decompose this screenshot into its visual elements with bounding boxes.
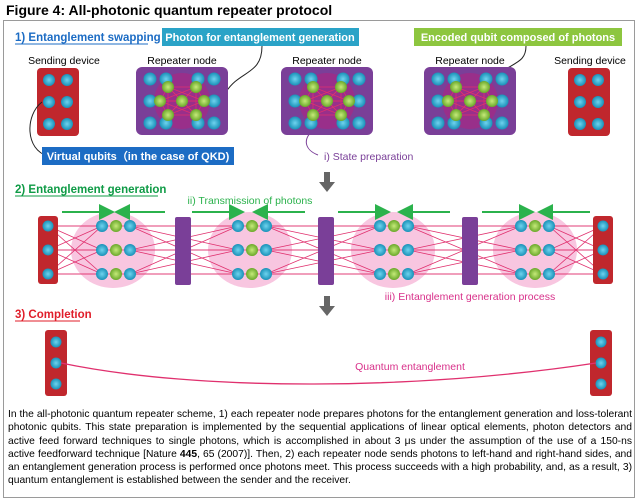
photon-qubit xyxy=(207,72,221,86)
photon-qubit xyxy=(352,72,366,86)
entanglement-generation-process-label: iii) Entanglement generation process xyxy=(385,291,555,303)
repeater-node-label-2: Repeater node xyxy=(292,55,362,67)
virtual-qubits-callout xyxy=(42,147,234,165)
sending-device-right xyxy=(568,68,610,136)
completion-left-device xyxy=(45,330,67,396)
encoded-qubit-photon xyxy=(343,95,355,107)
encoded-qubit-photon xyxy=(190,81,202,93)
section-3-title: 3) Completion xyxy=(15,309,92,321)
encoded-qubit-photon xyxy=(198,95,210,107)
encoded-qubit-photon xyxy=(162,109,174,121)
encoded-qubit-photon xyxy=(190,109,202,121)
photon-qubit xyxy=(352,116,366,130)
encoded-qubit-photon xyxy=(450,81,462,93)
repeater-node-1 xyxy=(136,67,228,135)
encoded-callout xyxy=(414,28,622,46)
virtual-qubits-text: Virtual qubits（in the case of QKD) xyxy=(47,150,230,163)
photon-qubit xyxy=(143,72,157,86)
encoded-qubit-photon xyxy=(450,109,462,121)
photon-qubit xyxy=(143,116,157,130)
encoded-qubit-photon xyxy=(154,95,166,107)
figure-frame xyxy=(3,20,635,498)
encoded-qubit-photon xyxy=(478,81,490,93)
photon-qubit xyxy=(495,72,509,86)
sending-device-left xyxy=(37,68,79,136)
photon-qubit xyxy=(207,94,221,108)
photon-qubit xyxy=(431,72,445,86)
photon-qubit xyxy=(495,116,509,130)
caption-text-2: , 65 (2007)]. Then, 2) each repeater nod… xyxy=(8,448,632,487)
photon-qubit xyxy=(288,72,302,86)
encoded-callout-text: Encoded qubit composed of photons xyxy=(421,32,615,44)
encoded-qubit-photon xyxy=(486,95,498,107)
photon-qubit xyxy=(288,94,302,108)
figure-title: Figure 4: All-photonic quantum repeater … xyxy=(6,2,333,18)
repeater-node-label-3: Repeater node xyxy=(435,55,505,67)
photon-callout xyxy=(162,28,359,46)
photon-qubit xyxy=(495,94,509,108)
photon-qubit xyxy=(352,94,366,108)
down-arrow-2 xyxy=(319,296,335,316)
quantum-entanglement-link xyxy=(60,362,597,385)
encoded-qubit-photon xyxy=(442,95,454,107)
encoded-qubit-photon xyxy=(321,95,333,107)
figure-caption: In the all-photonic quantum repeater sch… xyxy=(8,408,632,488)
encoded-qubit-photon xyxy=(162,81,174,93)
photon-callout-text: Photon for entanglement generation xyxy=(165,32,355,44)
section-2-title: 2) Entanglement generation xyxy=(15,184,166,196)
completion-right-device xyxy=(590,330,612,396)
encoded-qubit-photon xyxy=(478,109,490,121)
entanglement-generation-row xyxy=(38,204,613,288)
sending-device-label-left: Sending device xyxy=(28,55,100,67)
encoded-qubit-photon xyxy=(335,109,347,121)
transmission-label: ii) Transmission of photons xyxy=(188,195,313,207)
encoded-qubit-photon xyxy=(176,95,188,107)
quantum-entanglement-label: Quantum entanglement xyxy=(355,361,465,373)
caption-text-1: In the all-photonic quantum repeater sch… xyxy=(8,409,632,460)
encoded-qubit-photon xyxy=(307,109,319,121)
encoded-qubit-photon xyxy=(335,81,347,93)
repeater-node-label-1: Repeater node xyxy=(147,55,217,67)
down-arrow-1 xyxy=(319,172,335,192)
photon-qubit xyxy=(431,94,445,108)
section-1-title: 1) Entanglement swapping xyxy=(15,32,161,44)
photon-qubit xyxy=(143,94,157,108)
encoded-qubit-photon xyxy=(307,81,319,93)
encoded-qubit-photon xyxy=(299,95,311,107)
photon-qubit xyxy=(431,116,445,130)
photon-qubit xyxy=(288,116,302,130)
caption-bold-volume: 445 xyxy=(179,448,198,460)
sending-device-label-right: Sending device xyxy=(554,55,626,67)
repeater-node-3 xyxy=(424,67,516,135)
repeater-node-2 xyxy=(281,67,373,135)
encoded-qubit-photon xyxy=(464,95,476,107)
state-preparation-label: i) State preparation xyxy=(324,151,413,163)
photon-qubit xyxy=(207,116,221,130)
